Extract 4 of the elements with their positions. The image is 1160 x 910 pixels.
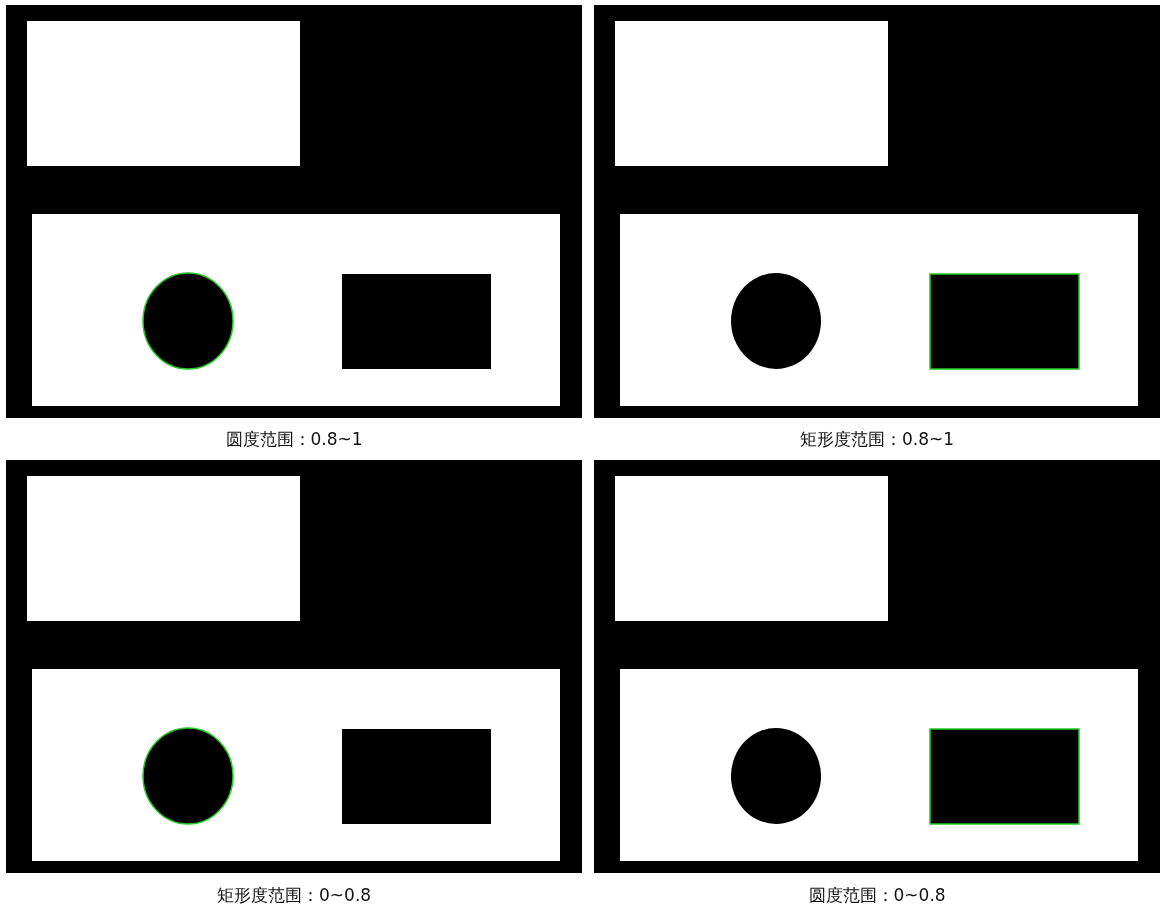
caption: 圆度范围：0.8~1: [225, 428, 363, 451]
caption: 圆度范围：0~0.8: [808, 884, 946, 907]
caption: 矩形度范围：0~0.8: [217, 884, 372, 907]
caption: 矩形度范围：0.8~1: [800, 428, 955, 451]
